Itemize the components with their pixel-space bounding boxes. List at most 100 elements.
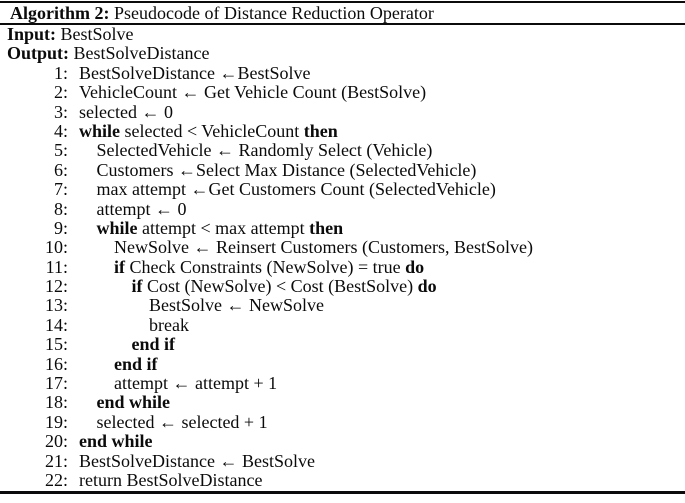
code-line: 16: end if xyxy=(0,353,685,374)
code-line: 22: return BestSolveDistance xyxy=(0,469,685,490)
line-number: 8: xyxy=(53,198,68,219)
text-segment: BestSolve ← NewSolve xyxy=(149,295,324,316)
code-lines: 1: BestSolveDistance ←BestSolve 2: VehicleC… xyxy=(0,62,685,491)
text-segment: max attempt ←Get Customers Count (Select… xyxy=(96,179,496,200)
line-number: 19: xyxy=(44,411,68,432)
input-value: BestSolve xyxy=(60,24,134,44)
line-statement: if Cost (NewSolve) < Cost (BestSolve) do xyxy=(79,276,437,297)
line-statement: attempt ← 0 xyxy=(79,198,187,219)
output-value: BestSolveDistance xyxy=(73,43,210,64)
text-segment: selected ← 0 xyxy=(79,101,173,122)
text-segment: SelectedVehicle ← Randomly Select (Vehic… xyxy=(96,140,433,161)
algorithm-title-label: Algorithm 2: xyxy=(10,3,110,23)
text-segment: Check Constraints (NewSolve) = true xyxy=(129,256,406,277)
text-segment: attempt < max attempt xyxy=(142,217,310,238)
algorithm-title-text: Pseudocode of Distance Reduction Operato… xyxy=(113,3,434,23)
text-segment: break xyxy=(149,314,189,335)
line-number: 5: xyxy=(53,140,68,161)
code-line: 11: if Check Constraints (NewSolve) = tru… xyxy=(0,256,685,277)
code-line: 21: BestSolveDistance ← BestSolve xyxy=(0,450,685,471)
line-number: 15: xyxy=(44,334,68,355)
text-segment: Customers ←Select Max Distance (Selected… xyxy=(96,159,477,180)
line-statement: end while xyxy=(79,432,153,451)
code-line: 13: BestSolve ← NewSolve xyxy=(0,295,685,316)
line-statement: break xyxy=(79,314,189,335)
code-line: 10: NewSolve ← Reinsert Customers (Custom… xyxy=(0,237,685,258)
keyword-segment: if xyxy=(114,256,130,277)
line-number: 16: xyxy=(44,353,68,374)
line-number: 1: xyxy=(53,62,68,83)
keyword-segment: while xyxy=(96,217,143,238)
line-statement: SelectedVehicle ← Randomly Select (Vehic… xyxy=(79,140,433,161)
code-line: 9: while attempt < max attempt then xyxy=(0,217,685,238)
line-statement: end if xyxy=(79,353,158,374)
line-statement: selected ← selected + 1 xyxy=(79,412,268,432)
line-statement: if Check Constraints (NewSolve) = true d… xyxy=(79,256,425,277)
output-label: Output: xyxy=(7,43,70,64)
line-number: 20: xyxy=(44,431,68,452)
title-rule xyxy=(0,23,685,25)
text-segment: selected < VehicleCount xyxy=(124,120,304,141)
code-line: 1: BestSolveDistance ←BestSolve xyxy=(0,62,685,83)
code-line: 4: while selected < VehicleCount then xyxy=(0,120,685,141)
line-statement: end while xyxy=(79,392,171,413)
code-line: 7: max attempt ←Get Customers Count (Sele… xyxy=(0,179,685,200)
text-segment: attempt ← 0 xyxy=(96,198,187,219)
text-segment: BestSolveDistance ←BestSolve xyxy=(79,62,311,83)
text-segment: BestSolveDistance ← BestSolve xyxy=(79,450,315,471)
line-statement: BestSolve ← NewSolve xyxy=(79,296,324,315)
line-number: 11: xyxy=(45,256,68,277)
output-line: Output: BestSolveDistance xyxy=(0,44,685,63)
code-line: 20: end while xyxy=(0,431,685,452)
line-number: 4: xyxy=(53,120,68,141)
keyword-segment: end if xyxy=(114,353,158,374)
line-statement: NewSolve ← Reinsert Customers (Customers… xyxy=(79,238,533,257)
code-line: 5: SelectedVehicle ← Randomly Select (Veh… xyxy=(0,140,685,161)
line-statement: selected ← 0 xyxy=(79,101,173,122)
keyword-segment: end while xyxy=(79,431,153,452)
line-statement: BestSolveDistance ← BestSolve xyxy=(79,450,315,471)
line-number: 21: xyxy=(44,450,68,471)
line-statement: while selected < VehicleCount then xyxy=(79,120,338,141)
keyword-segment: end if xyxy=(131,334,176,355)
text-segment: attempt ← attempt + 1 xyxy=(114,373,278,394)
keyword-segment: while xyxy=(79,120,125,141)
line-statement: BestSolveDistance ←BestSolve xyxy=(79,62,311,83)
code-line: 6: Customers ←Select Max Distance (Select… xyxy=(0,159,685,180)
keyword-segment: then xyxy=(309,217,344,238)
top-rule xyxy=(0,1,685,3)
code-line: 12: if Cost (NewSolve) < Cost (BestSolve)… xyxy=(0,276,685,297)
line-number: 17: xyxy=(44,373,68,394)
line-statement: while attempt < max attempt then xyxy=(79,217,344,238)
input-label: Input: xyxy=(7,24,57,44)
code-line: 3: selected ← 0 xyxy=(0,101,685,122)
line-number: 9: xyxy=(53,217,68,238)
line-number: 3: xyxy=(53,101,68,122)
line-number: 12: xyxy=(44,276,68,297)
line-number: 22: xyxy=(44,469,68,490)
line-number: 6: xyxy=(53,159,68,180)
keyword-segment: do xyxy=(405,256,425,277)
line-number: 14: xyxy=(44,314,68,335)
line-number: 7: xyxy=(53,179,68,200)
line-number: 2: xyxy=(53,82,68,103)
line-number: 10: xyxy=(44,237,68,258)
line-statement: VehicleCount ← Get Vehicle Count (BestSo… xyxy=(79,82,426,102)
text-segment: return BestSolveDistance xyxy=(79,469,263,490)
line-statement: max attempt ←Get Customers Count (Select… xyxy=(79,179,496,200)
code-line: 15: end if xyxy=(0,334,685,355)
keyword-segment: do xyxy=(417,276,437,297)
line-statement: end if xyxy=(79,334,176,355)
algorithm-title: Algorithm 2: Pseudocode of Distance Redu… xyxy=(0,3,685,23)
line-number: 13: xyxy=(44,295,68,316)
line-statement: return BestSolveDistance xyxy=(79,469,263,490)
code-line: 2: VehicleCount ← Get Vehicle Count (Best… xyxy=(0,82,685,103)
code-line: 14: break xyxy=(0,314,685,335)
text-segment: Cost (NewSolve) < Cost (BestSolve) xyxy=(147,276,418,297)
keyword-segment: then xyxy=(303,120,338,141)
keyword-segment: end while xyxy=(96,392,171,413)
input-line: Input: BestSolve xyxy=(0,24,685,44)
code-line: 18:end while xyxy=(0,392,685,413)
line-statement: Customers ←Select Max Distance (Selected… xyxy=(79,159,477,180)
